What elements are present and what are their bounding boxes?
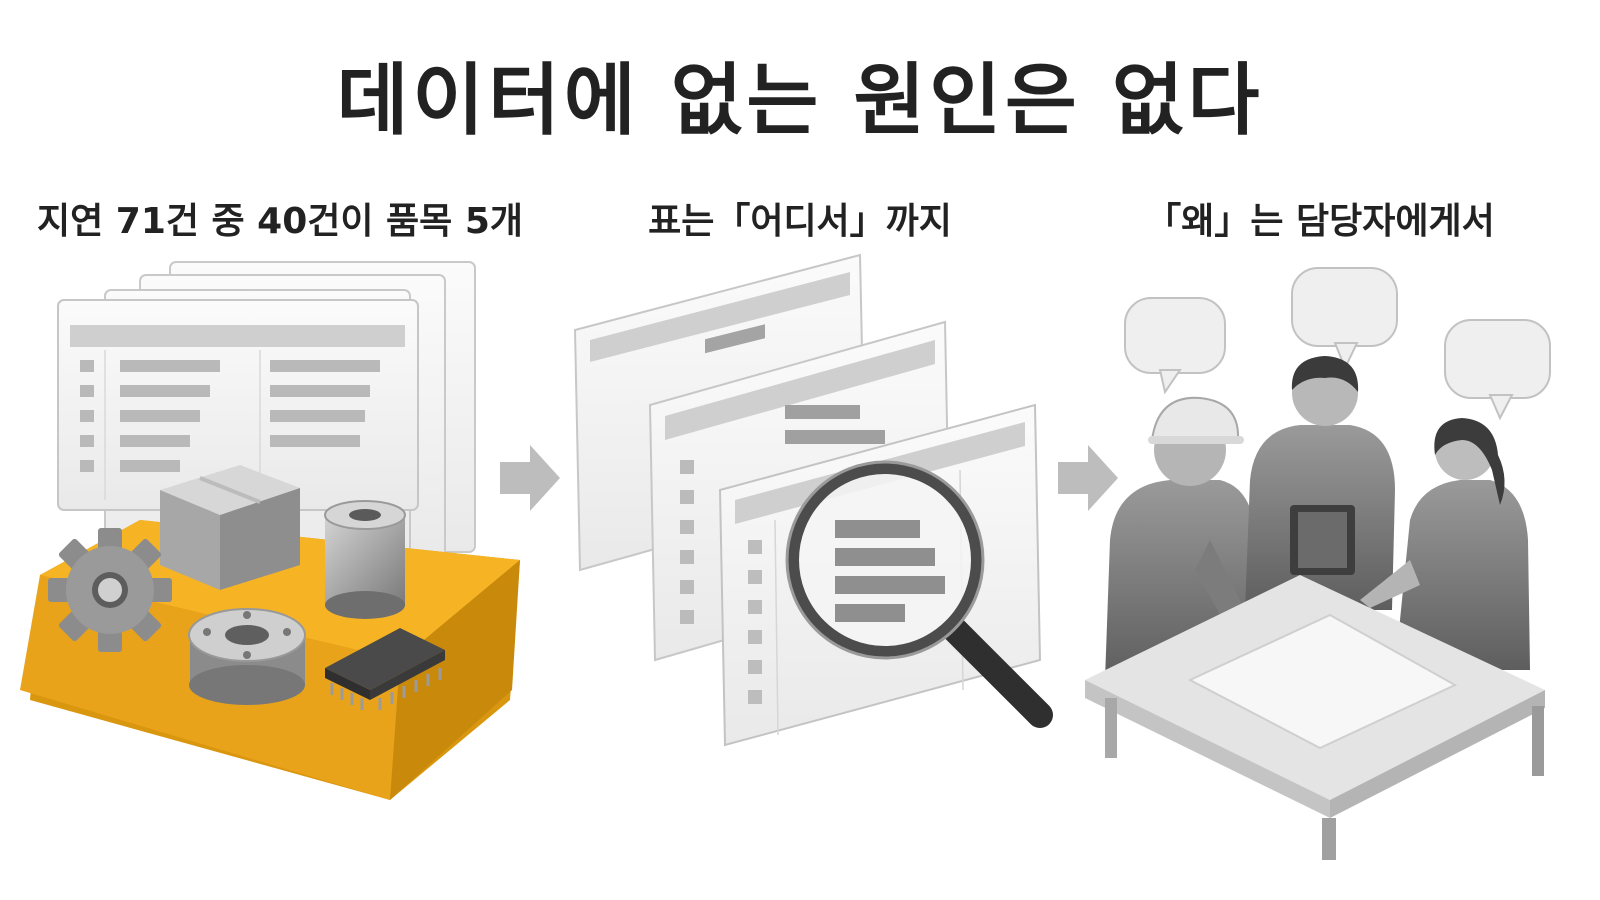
cardboard-box-icon — [160, 465, 300, 590]
flange-icon — [188, 608, 306, 705]
step-1-caption: 지연 71건 중 40건이 품목 5개 — [37, 201, 523, 242]
arrow-right-icon — [500, 445, 560, 511]
step-2-illustration — [573, 253, 1053, 747]
microchip-icon — [325, 628, 445, 710]
step-3-caption: 「왜」는 담당자에게서 — [1145, 201, 1495, 242]
bushing-icon — [324, 500, 406, 619]
meeting-table — [1085, 575, 1545, 860]
speech-bubble-icon — [1124, 297, 1226, 395]
step-3-illustration — [1085, 267, 1551, 860]
document-paper — [1187, 613, 1458, 750]
arrow-right-icon — [1058, 445, 1118, 511]
gear-icon — [48, 528, 172, 652]
worker-with-clipboard — [1245, 356, 1395, 610]
speech-bubble-icon — [1444, 319, 1551, 421]
woman-in-suit — [1360, 418, 1530, 670]
magnifying-glass-icon — [785, 460, 1053, 728]
page-title: 데이터에 없는 원인은 없다 — [336, 56, 1264, 146]
step-1-illustration — [20, 261, 520, 800]
speech-bubble-icon — [1291, 267, 1398, 371]
step-2-caption: 표는「어디서」까지 — [648, 201, 952, 242]
